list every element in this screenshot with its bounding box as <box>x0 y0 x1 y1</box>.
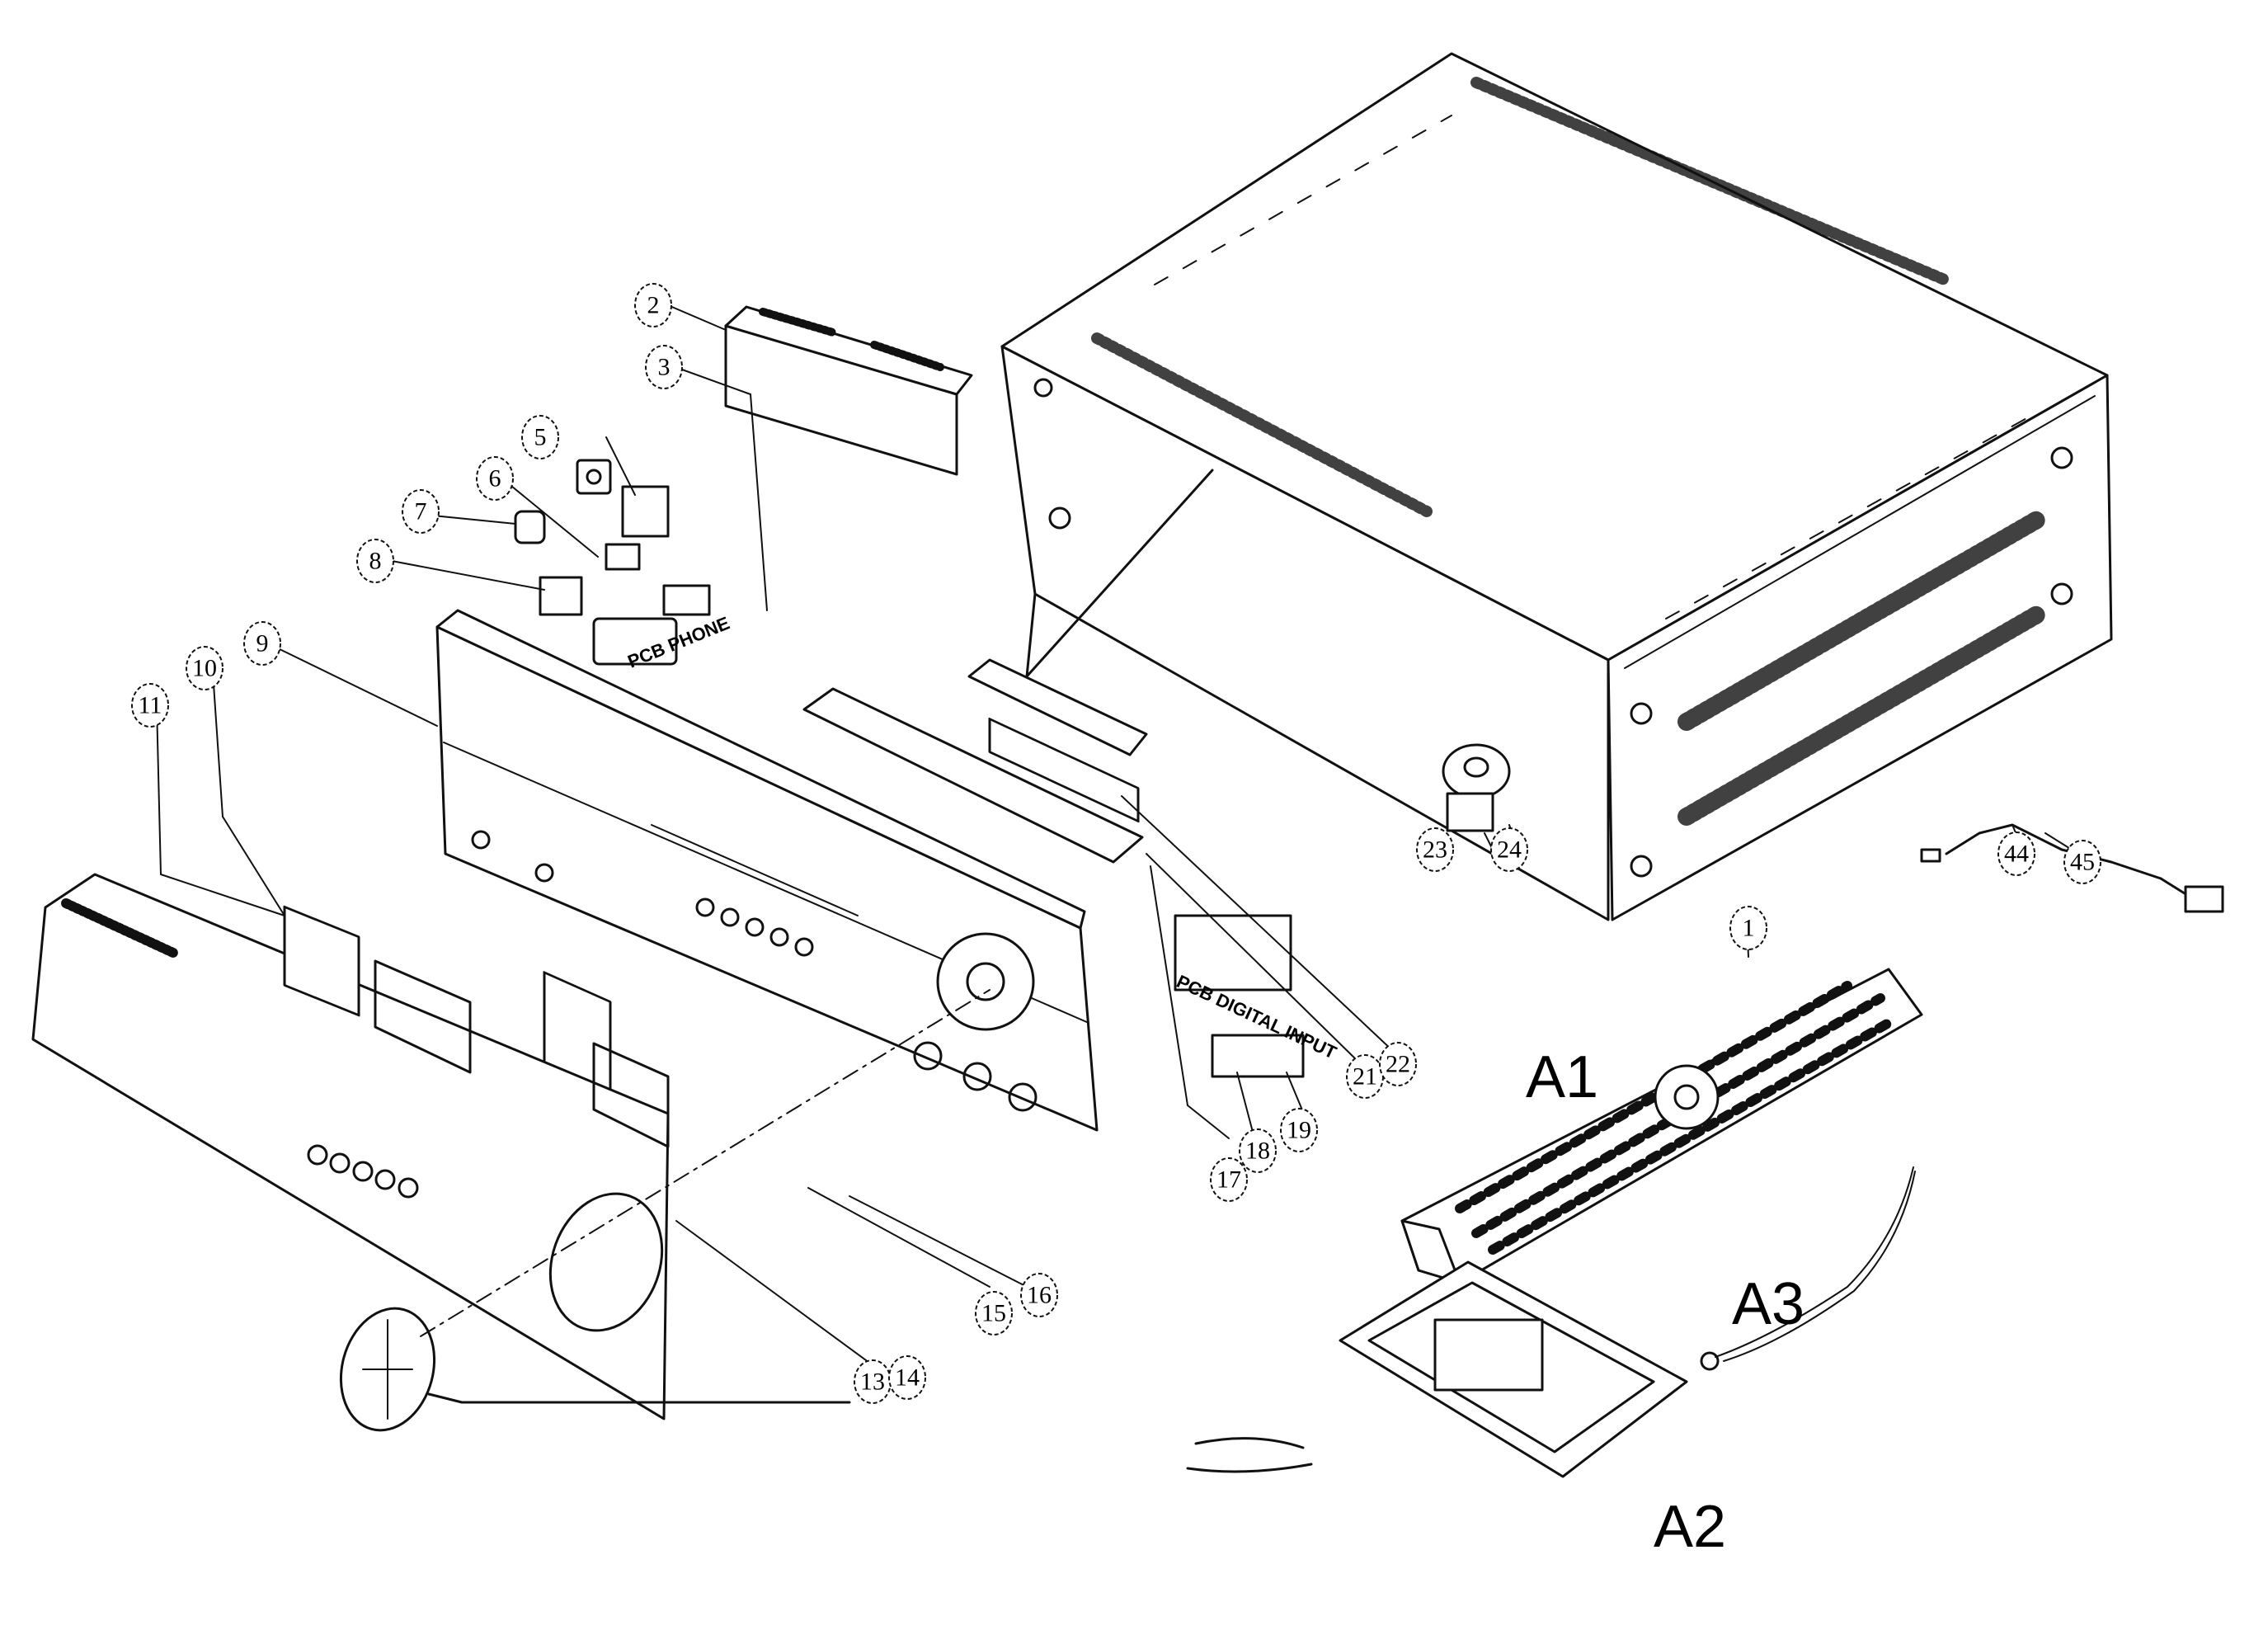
callout-number: 16 <box>1027 1282 1052 1309</box>
callout-number: 9 <box>256 630 269 657</box>
callout-21: 21 <box>1346 1054 1384 1099</box>
callout-number: 13 <box>860 1369 885 1396</box>
callout-number: 11 <box>139 692 162 719</box>
callout-14: 14 <box>888 1355 926 1400</box>
callout-1: 1 <box>1729 906 1767 950</box>
callout-17: 17 <box>1210 1157 1248 1202</box>
callout-number: 21 <box>1353 1063 1377 1091</box>
foot <box>1442 743 1511 832</box>
rear-pcb <box>802 658 1148 864</box>
callout-number: 23 <box>1423 836 1447 864</box>
callout-number: 6 <box>489 465 501 492</box>
callout-19: 19 <box>1280 1108 1318 1152</box>
callout-15: 15 <box>975 1291 1013 1336</box>
switch-parts <box>514 459 711 666</box>
display-window <box>724 305 973 476</box>
callout-13: 13 <box>854 1359 892 1404</box>
callout-18: 18 <box>1239 1128 1277 1173</box>
power-cord <box>1920 823 2224 913</box>
callout-2: 2 <box>634 283 672 327</box>
callout-11: 11 <box>131 683 169 728</box>
callout-44: 44 <box>1997 831 2035 876</box>
callout-number: 17 <box>1216 1166 1241 1194</box>
callout-24: 24 <box>1490 827 1528 872</box>
callout-5: 5 <box>521 415 559 459</box>
front-chassis <box>435 609 1099 1132</box>
callout-10: 10 <box>186 646 224 690</box>
callout-45: 45 <box>2063 840 2101 884</box>
callout-number: 1 <box>1743 915 1755 942</box>
remote-control <box>1400 968 1923 1284</box>
callout-number: 3 <box>658 354 671 381</box>
callout-22: 22 <box>1379 1042 1417 1086</box>
callout-number: 14 <box>895 1364 920 1392</box>
callout-number: 24 <box>1497 836 1522 864</box>
callout-8: 8 <box>356 539 394 583</box>
callout-number: 5 <box>534 424 547 451</box>
accessory-a3-label: A3 <box>1732 1271 1805 1337</box>
loop-antenna <box>1186 1260 1688 1478</box>
callout-23: 23 <box>1416 827 1454 872</box>
callout-number: 10 <box>192 655 217 682</box>
callout-number: 44 <box>2004 841 2029 868</box>
callout-number: 45 <box>2070 849 2095 876</box>
callout-7: 7 <box>402 489 440 534</box>
top-cover <box>1000 52 2113 921</box>
callout-3: 3 <box>645 345 683 389</box>
callout-number: 18 <box>1245 1138 1270 1165</box>
callout-number: 22 <box>1386 1051 1410 1078</box>
accessory-a1-label: A1 <box>1526 1044 1598 1110</box>
callout-6: 6 <box>476 456 514 501</box>
callout-16: 16 <box>1020 1273 1058 1317</box>
callout-number: 8 <box>369 548 382 575</box>
volume-knob <box>339 1307 851 1432</box>
callout-number: 7 <box>415 498 427 525</box>
callout-number: 19 <box>1287 1117 1311 1144</box>
callout-number: 2 <box>647 292 660 319</box>
callout-9: 9 <box>243 621 281 666</box>
callout-number: 15 <box>981 1300 1006 1327</box>
fm-antenna <box>1700 1166 1916 1371</box>
accessory-a2-label: A2 <box>1654 1494 1726 1560</box>
